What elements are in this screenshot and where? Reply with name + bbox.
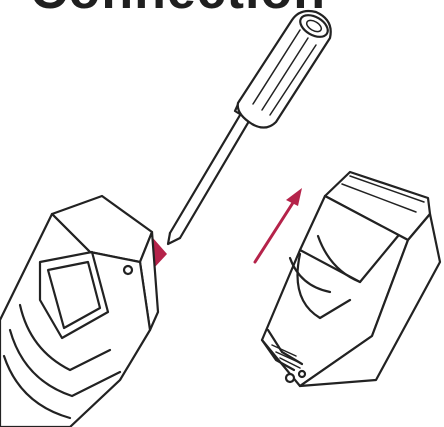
connector-cap-icon	[0, 196, 158, 427]
screwdriver-icon	[168, 11, 331, 244]
slide-arrow-icon	[255, 188, 302, 262]
sensor-body-icon	[255, 172, 440, 386]
